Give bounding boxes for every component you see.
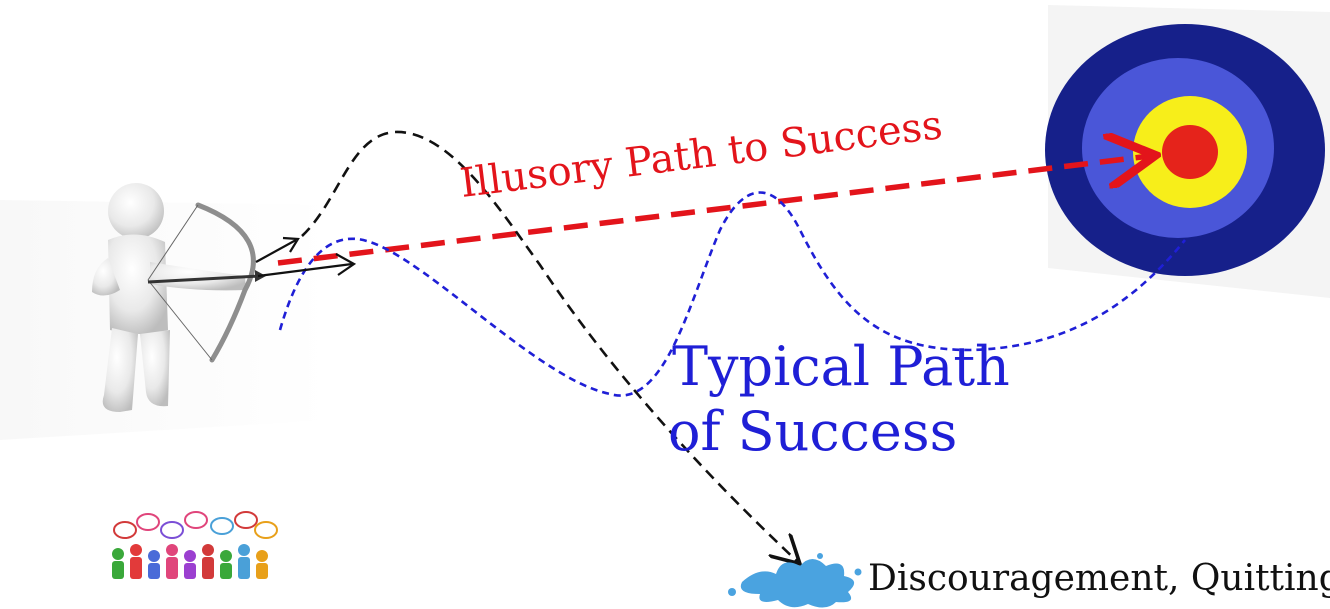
archer-figure-icon — [0, 183, 330, 440]
water-splash-icon — [728, 553, 862, 608]
discouragement-label: Discouragement, Quitting — [868, 558, 1330, 599]
typical-path-label-line2: of Success — [668, 400, 957, 463]
bullseye-target-icon — [1045, 5, 1330, 298]
illusory-path-line — [277, 156, 1150, 266]
discouragement-path-line — [301, 130, 798, 562]
launch-arrows — [255, 236, 357, 278]
typical-path-line — [278, 191, 1187, 397]
typical-path-label-line1: Typical Path — [672, 335, 1010, 398]
crowd-speech-bubbles-icon — [112, 511, 278, 579]
